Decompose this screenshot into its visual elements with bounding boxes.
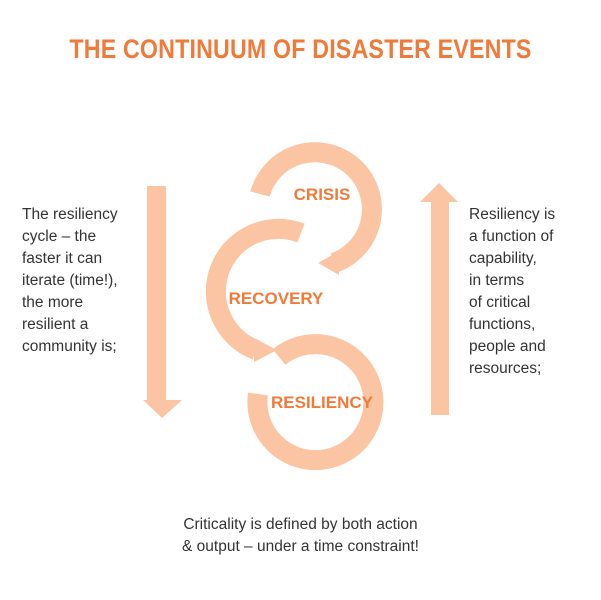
crisis-loop-arrow — [250, 142, 382, 275]
resiliency-loop-arrow — [247, 334, 384, 471]
recovery-loop-arrow — [205, 218, 305, 362]
arrow-down-icon — [143, 186, 182, 418]
right-description: Resiliency is a function of capability, … — [469, 206, 556, 377]
arrow-up-icon — [420, 183, 458, 415]
left-description: The resiliency cycle – the faster it can… — [22, 206, 118, 355]
stage-label-recovery: RECOVERY — [229, 289, 324, 308]
stage-label-resiliency: RESILIENCY — [271, 393, 374, 412]
stage-label-crisis: CRISIS — [294, 185, 351, 204]
bottom-caption: Criticality is defined by both action & … — [182, 516, 419, 555]
page-title: THE CONTINUUM OF DISASTER EVENTS — [69, 34, 532, 64]
